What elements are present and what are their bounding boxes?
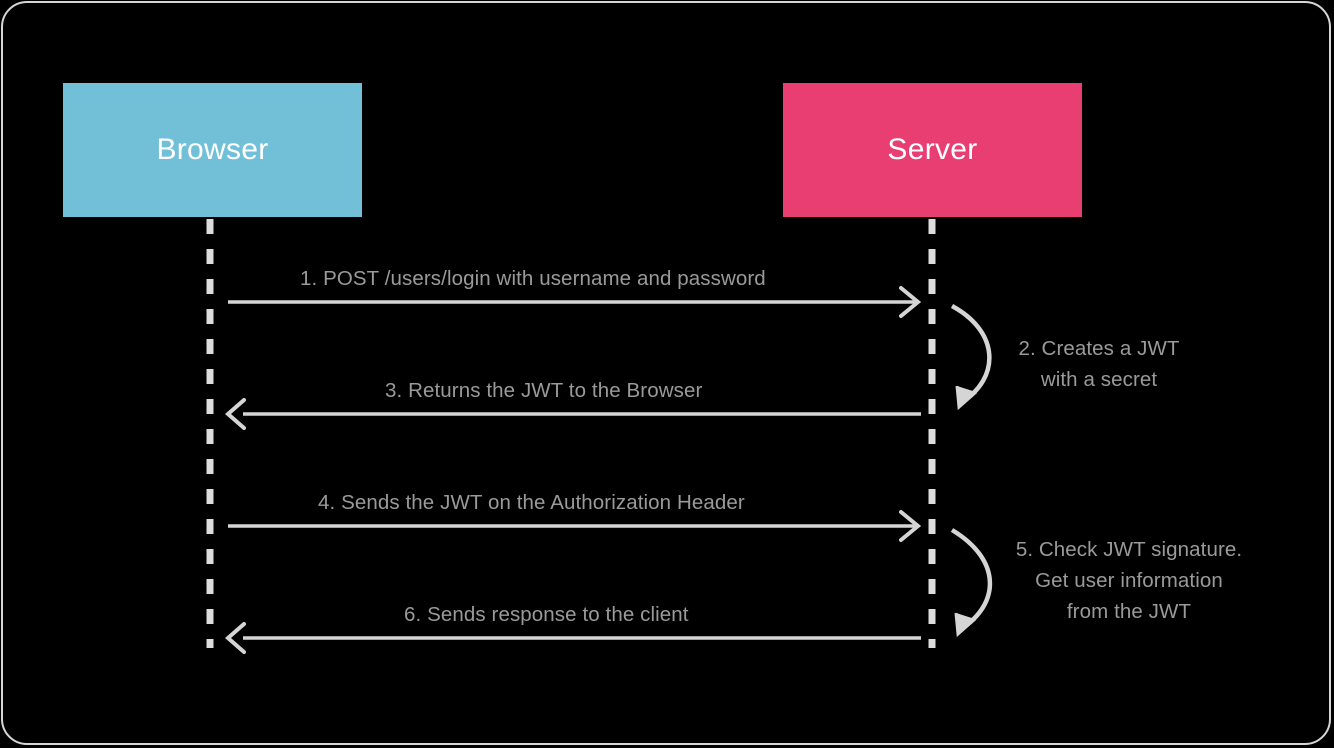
participant-label-browser: Browser (156, 133, 269, 166)
message-arrow-4 (228, 510, 922, 542)
message-label-3: 3. Returns the JWT to the Browser (385, 379, 703, 402)
self-message-note-5: 5. Check JWT signature. Get user informa… (1015, 538, 1243, 623)
message-arrow-3 (224, 398, 921, 430)
self-message-arrow-5 (950, 528, 993, 638)
message-label-1: 1. POST /users/login with username and p… (300, 267, 766, 290)
message-arrow-1 (228, 286, 922, 318)
participant-label-server: Server (887, 133, 978, 166)
message-arrow-6 (224, 622, 921, 654)
participant-box-server[interactable]: Server (783, 83, 1082, 217)
self-message-note-2: 2. Creates a JWT with a secret (1018, 337, 1180, 391)
participant-box-browser[interactable]: Browser (63, 83, 362, 217)
message-label-4: 4. Sends the JWT on the Authorization He… (318, 491, 745, 514)
self-message-arrow-2 (950, 304, 992, 411)
message-label-6: 6. Sends response to the client (404, 603, 689, 626)
